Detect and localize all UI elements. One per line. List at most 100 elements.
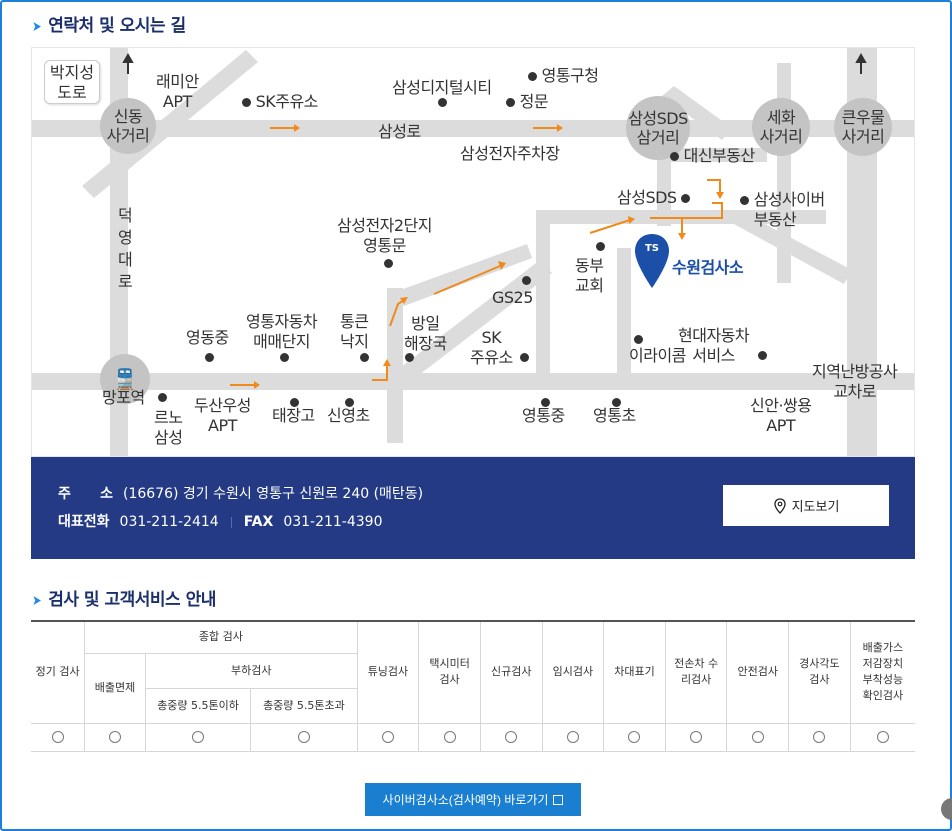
contact-info-panel: 주 소 (16676) 경기 수원시 영통구 신원로 240 (매탄동) 대표전화… <box>31 457 915 559</box>
place-irae: 이라이콤 <box>629 346 686 365</box>
place-yeongtong-gu: 영통구청 <box>528 66 599 86</box>
view-map-label: 지도보기 <box>791 499 840 514</box>
place-dot <box>670 152 679 161</box>
place-dusan: 두산우성 APT <box>194 396 251 435</box>
radio-new[interactable] <box>505 731 518 743</box>
place-yeongtong-mid: 영통중 <box>522 406 565 425</box>
header-new: 신규검사 <box>479 620 543 724</box>
place-dot <box>522 276 531 285</box>
radio-row <box>31 722 915 752</box>
place-dot <box>596 242 605 251</box>
place-samsung-parking: 삼성전자주차장 <box>460 144 560 163</box>
place-tongkeun: 통큰 낙지 <box>340 312 369 351</box>
location-pin-icon <box>773 497 786 514</box>
destination-marker-icon: TS <box>635 234 669 288</box>
phone-value: 031-211-2414 <box>119 514 219 530</box>
contact-section-title: ➤연락처 및 오시는 길 <box>32 16 186 36</box>
place-bangil: 방일 해장국 <box>404 314 447 353</box>
place-dot <box>506 98 515 107</box>
place-samsung-sds: 삼성SDS <box>617 188 691 208</box>
place-dot <box>740 196 749 205</box>
address-row: 주 소 (16676) 경기 수원시 영통구 신원로 240 (매탄동) <box>58 483 423 503</box>
road-label-deokyeong: 덕 영 대 로 <box>118 206 133 291</box>
station-sehwa: 세화 사거리 <box>752 98 810 156</box>
service-table: 정기 검사 종합 검사 튜닝검사 택시미터 검사 신규검사 임시검사 차대표기 … <box>31 620 915 752</box>
station-keunumul: 큰우물 사거리 <box>834 98 892 156</box>
radio-taximeter[interactable] <box>443 731 456 743</box>
station-samsung-sds: 삼성SDS 삼거리 <box>626 96 690 160</box>
place-daesin: 대신부동산 <box>670 146 755 166</box>
train-icon: 🚆 <box>112 366 138 391</box>
address-label: 주 소 <box>58 486 114 502</box>
road-label-samsung-ro: 삼성로 <box>378 122 421 141</box>
radio-emission-exempt[interactable] <box>109 731 122 743</box>
header-over55: 총중량 5.5톤초과 <box>250 687 358 724</box>
external-link-icon <box>553 794 564 805</box>
place-dot <box>345 398 354 407</box>
view-map-button[interactable]: 지도보기 <box>723 485 889 526</box>
place-sk-gas1: SK주유소 <box>242 92 318 112</box>
place-sinyeong: 신영초 <box>327 406 370 425</box>
radio-under55[interactable] <box>192 731 205 743</box>
place-dot <box>634 335 643 344</box>
radio-light[interactable] <box>813 731 826 743</box>
service-section-title: ➤검사 및 고객서비스 안내 <box>32 590 216 610</box>
location-map: 박지성 도로 신동 사거리 삼성SDS 삼거리 세화 사거리 큰우물 사거리 🚆… <box>31 47 915 457</box>
road-sign-park-ji-seong: 박지성 도로 <box>44 60 100 104</box>
place-dot <box>612 398 621 407</box>
place-dot <box>528 72 537 81</box>
place-dot <box>205 353 214 362</box>
place-dot <box>681 194 691 203</box>
header-temporary: 임시검사 <box>541 620 605 724</box>
place-dot <box>384 259 393 268</box>
chevron-right-icon: ➤ <box>32 593 42 609</box>
header-damaged: 전손차 수 리검사 <box>664 620 728 724</box>
radio-emission-device[interactable] <box>876 731 889 743</box>
chevron-right-icon: ➤ <box>32 19 42 35</box>
place-dot <box>242 98 251 107</box>
place-dot <box>520 353 529 362</box>
place-sinan: 신안·쌍용 APT <box>750 396 812 435</box>
place-reuno: 르노 삼성 <box>154 408 183 447</box>
address-value: (16676) 경기 수원시 영통구 신원로 240 (매탄동) <box>123 486 424 502</box>
header-light: 경사각도 검사 <box>788 620 851 724</box>
header-vin: 차대표기 <box>603 620 666 724</box>
place-ramian: 래미안 APT <box>156 72 199 111</box>
place-samsung-digital-city: 삼성디지털시티 <box>392 78 492 97</box>
radio-over55[interactable] <box>297 731 310 743</box>
divider <box>230 516 232 528</box>
place-samsung-gate2: 삼성전자2단지 영통문 <box>337 216 433 255</box>
radio-vin[interactable] <box>628 731 641 743</box>
place-samsung-cyber: 삼성사이버 부동산 <box>740 190 825 230</box>
header-tuning: 튜닝검사 <box>356 620 420 724</box>
cyber-inspection-label: 사이버검사소(검사예약) 바로가기 <box>382 793 549 807</box>
header-load-test: 부하검사 <box>144 652 358 689</box>
place-dot <box>290 398 299 407</box>
radio-safety[interactable] <box>751 731 764 743</box>
scroll-top-icon[interactable] <box>941 798 952 820</box>
radio-damaged[interactable] <box>690 731 703 743</box>
header-under55: 총중량 5.5톤이하 <box>145 687 252 724</box>
fax-label: FAX <box>243 514 274 530</box>
header-regular: 정기 검사 <box>31 620 86 724</box>
radio-tuning[interactable] <box>381 731 394 743</box>
place-dot <box>158 393 167 402</box>
header-emission-device: 배출가스 저감장치 부착성능 확인검사 <box>849 620 915 724</box>
header-emission-exempt: 배출면제 <box>84 652 146 724</box>
place-car-market: 영통자동차 매매단지 <box>246 312 318 351</box>
destination-label: 수원검사소 <box>672 258 744 277</box>
place-taejang: 태장고 <box>272 406 315 425</box>
place-yeongtong-ele: 영통초 <box>593 406 636 425</box>
cyber-inspection-button[interactable]: 사이버검사소(검사예약) 바로가기 <box>365 783 581 816</box>
place-dot <box>280 353 289 362</box>
place-dot <box>438 98 447 107</box>
radio-regular[interactable] <box>51 731 64 743</box>
radio-temporary[interactable] <box>566 731 579 743</box>
place-sk-gas2: SK 주유소 <box>470 328 513 367</box>
place-dot <box>405 353 414 362</box>
place-dot <box>541 398 550 407</box>
place-jeongmun: 정문 <box>506 92 549 112</box>
phone-label: 대표전화 <box>58 514 110 530</box>
header-taximeter: 택시미터 검사 <box>418 620 481 724</box>
place-dongbu-church: 동부 교회 <box>575 256 604 295</box>
